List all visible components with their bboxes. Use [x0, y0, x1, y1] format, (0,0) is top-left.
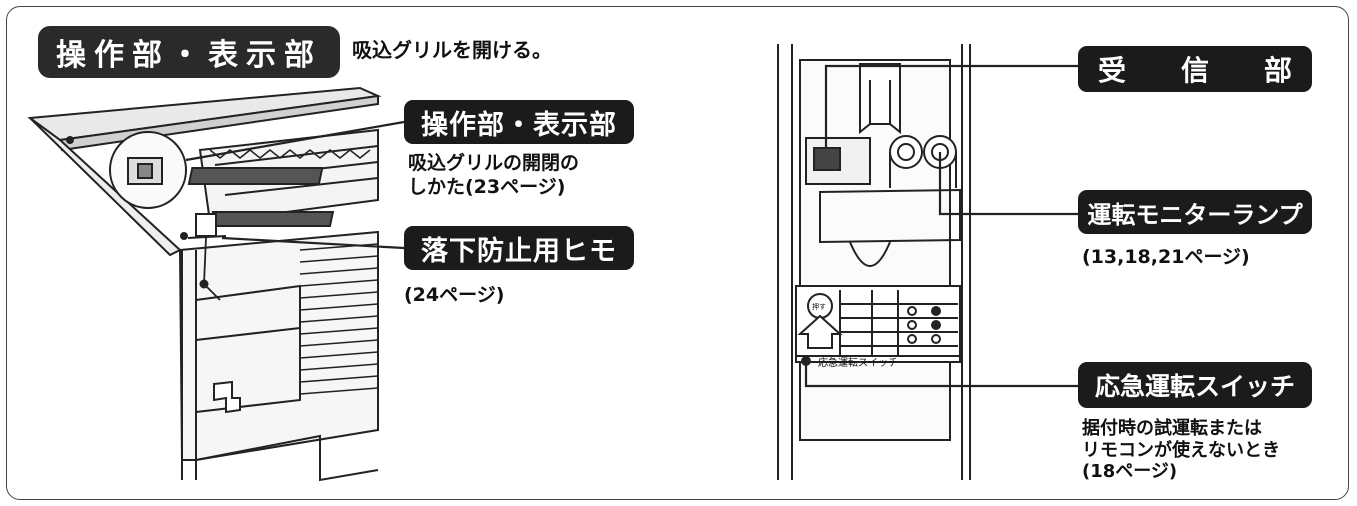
- monitor-lamp-note: (13,18,21ページ): [1082, 246, 1250, 268]
- monitor-lamp-label: 運転モニターランプ: [1078, 190, 1312, 234]
- operation-display-note: 吸込グリルの開閉の しかた(23ページ): [408, 152, 579, 200]
- operation-display-label: 操作部・表示部: [404, 100, 634, 144]
- receiver-label: 受 信 部: [1078, 46, 1312, 92]
- title-badge: 操作部・表示部: [38, 26, 340, 78]
- switch-caption: 応急運転スイッチ: [818, 358, 898, 369]
- leader-lines-right: [804, 64, 1078, 388]
- operation-display-note-line1: 吸込グリルの開閉の: [408, 152, 580, 174]
- indoor-unit-illustration: [27, 86, 382, 482]
- receiver-panel-illustration: [777, 44, 971, 480]
- page-frame: [6, 6, 1349, 500]
- fall-prevention-label: 落下防止用ヒモ: [404, 226, 634, 270]
- receiver-label-char-2: 信: [1180, 54, 1209, 87]
- operation-display-note-line2: しかた(23ページ): [408, 175, 566, 198]
- emergency-switch-note: 据付時の試運転または リモコンが使えないとき (18ページ): [1082, 418, 1280, 483]
- emergency-switch-note-line3: (18ページ): [1082, 461, 1178, 483]
- title-instruction: 吸込グリルを開ける。: [352, 38, 552, 62]
- fall-prevention-note: (24ページ): [404, 284, 505, 306]
- leader-lines-left: [185, 120, 405, 250]
- receiver-label-char-1: 受: [1098, 54, 1127, 87]
- push-label: 押す: [812, 303, 826, 311]
- emergency-switch-note-line2: リモコンが使えないとき: [1082, 439, 1280, 461]
- receiver-label-char-3: 部: [1263, 54, 1292, 87]
- emergency-switch-label: 応急運転スイッチ: [1078, 362, 1312, 408]
- emergency-switch-note-line1: 据付時の試運転または: [1082, 418, 1262, 439]
